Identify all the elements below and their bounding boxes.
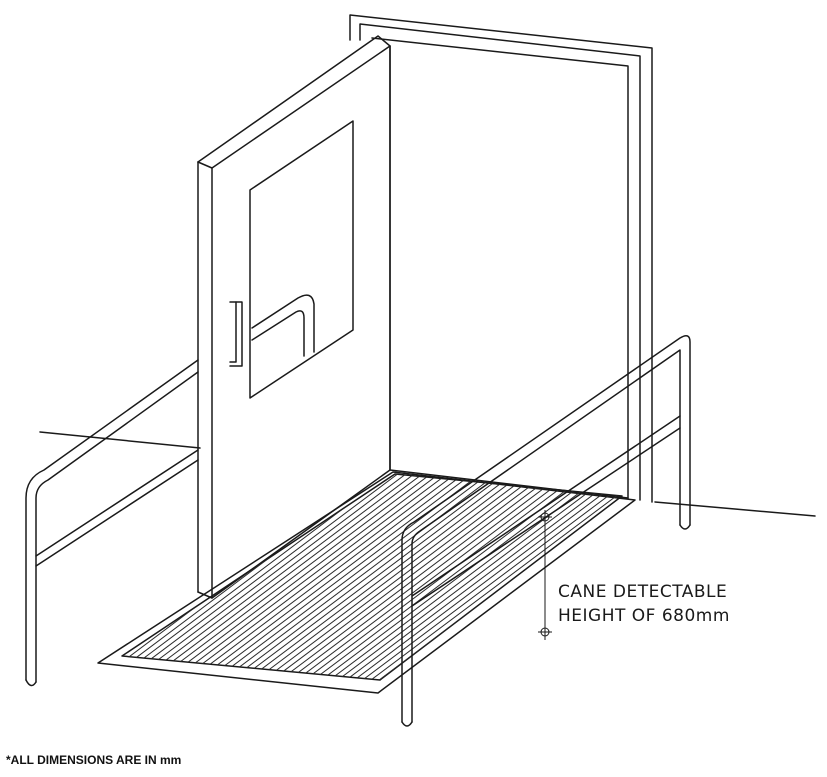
platform-hatch-line xyxy=(258,474,622,678)
platform-hatch-line xyxy=(351,474,622,680)
platform-hatch-line xyxy=(122,474,357,645)
platform-hatch-line xyxy=(265,474,622,679)
platform-hatch-line xyxy=(214,474,616,674)
platform-hatch-line xyxy=(466,474,622,680)
platform-hatch-line xyxy=(279,474,622,680)
platform-hatch-line xyxy=(438,474,622,680)
platform-hatch-line xyxy=(250,474,622,678)
platform-hatch-line xyxy=(142,474,544,666)
platform-hatch-line xyxy=(286,474,622,680)
platform-hatch-line xyxy=(178,474,580,670)
left-handrail xyxy=(25,294,315,687)
platform-hatch-line xyxy=(150,474,551,666)
right-floor-line xyxy=(654,501,816,517)
platform-hatch-line xyxy=(186,474,587,670)
platform-hatch-line xyxy=(122,474,378,647)
platform-hatch-line xyxy=(358,474,622,680)
door-leaf xyxy=(197,35,391,599)
platform-hatch-line xyxy=(308,474,622,680)
platform-hatch-line xyxy=(122,474,371,646)
platform-hatch-line xyxy=(122,474,364,646)
platform-hatch-line xyxy=(236,474,622,676)
platform-hatch-line xyxy=(243,474,622,677)
ramp-platform xyxy=(97,471,636,694)
platform-hatch-line xyxy=(510,474,622,680)
platform-hatch-line xyxy=(164,474,566,668)
platform-hatch-line xyxy=(294,474,622,680)
platform-hatch-line xyxy=(517,474,622,680)
platform-hatch-line xyxy=(524,474,622,680)
cane-height-dimension xyxy=(538,510,552,640)
platform-hatch-line xyxy=(272,474,622,680)
platform-hatch-line xyxy=(200,474,602,672)
platform-hatch-line xyxy=(459,474,622,680)
platform-hatch-line xyxy=(445,474,622,680)
platform-hatch-line xyxy=(157,474,558,667)
platform-hatch-line xyxy=(337,474,622,680)
platform-hatch-line xyxy=(315,474,622,680)
platform-hatch-line xyxy=(207,474,609,673)
platform-hatch-line xyxy=(222,474,622,674)
door-handle-icon xyxy=(229,301,243,367)
platform-hatch-line xyxy=(171,474,573,669)
dimensions-footnote: *ALL DIMENSIONS ARE IN mm xyxy=(6,753,182,767)
annotation-line-1: CANE DETECTABLE xyxy=(558,582,727,602)
platform-hatch-line xyxy=(301,474,622,680)
platform-hatch-line xyxy=(135,474,537,665)
left-floor-line xyxy=(39,431,201,449)
platform-hatch-line xyxy=(502,474,622,680)
door-window xyxy=(249,120,354,399)
platform-hatch-line xyxy=(322,474,622,680)
platform-hatch-line xyxy=(330,474,622,680)
door-frame xyxy=(349,14,653,503)
platform-hatch-line xyxy=(193,474,594,671)
annotation-line-2: HEIGHT OF 680mm xyxy=(558,606,730,626)
